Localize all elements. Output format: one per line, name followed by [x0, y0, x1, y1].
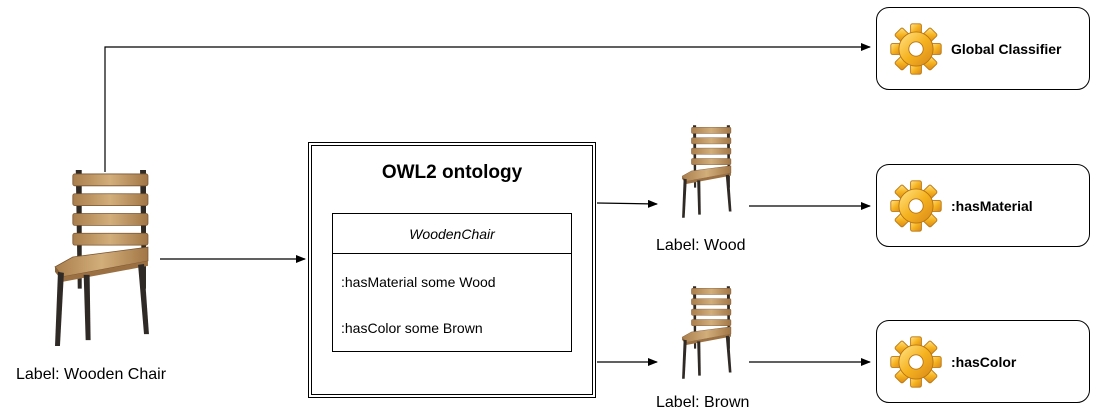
- input-label: Label: Wooden Chair: [16, 366, 167, 383]
- input-chair-image: [54, 170, 150, 347]
- class-attribute-material: :hasMaterial some Wood: [341, 274, 496, 290]
- arrow-to-wood-output: [596, 199, 658, 208]
- hascolor-classifier-box: :hasColor: [876, 320, 1090, 403]
- hasmaterial-classifier-box: :hasMaterial: [876, 164, 1090, 247]
- gear-icon: [890, 180, 942, 232]
- brown-output-label: Label: Brown: [656, 394, 750, 411]
- hascolor-classifier-label: :hasColor: [951, 353, 1017, 370]
- ontology-title: OWL2 ontology: [381, 162, 523, 183]
- arrow-to-global-classifier: [104, 43, 871, 172]
- class-box: WoodenChair :hasMaterial some Wood :hasC…: [332, 213, 572, 352]
- wood-output-label: Label: Wood: [656, 237, 746, 254]
- wood-chair-image: [681, 124, 732, 219]
- gear-icon: [890, 336, 942, 388]
- gear-icon: [890, 23, 942, 75]
- global-classifier-label: Global Classifier: [951, 40, 1062, 57]
- brown-chair-image: [681, 285, 732, 380]
- hasmaterial-classifier-label: :hasMaterial: [951, 197, 1033, 214]
- global-classifier-box: Global Classifier: [876, 7, 1090, 90]
- class-name: WoodenChair: [333, 214, 571, 254]
- class-attribute-color: :hasColor some Brown: [341, 320, 483, 336]
